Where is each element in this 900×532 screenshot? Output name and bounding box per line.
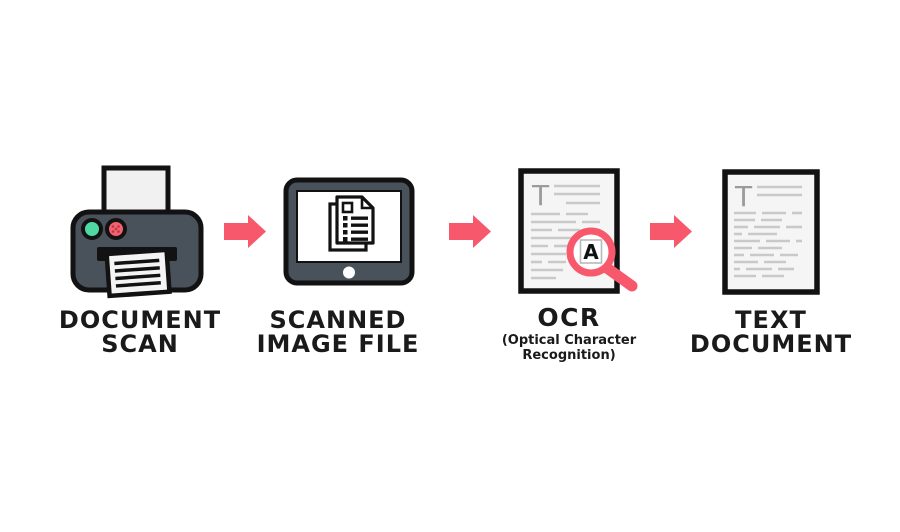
magnifier-letter: A	[583, 240, 599, 264]
label-line: DOCUMENT	[689, 330, 853, 358]
label-line: SCANNED	[269, 306, 407, 334]
label-line: IMAGE FILE	[256, 330, 420, 358]
sub-label-line: Recognition)	[522, 348, 616, 363]
step-sub-label-ocr: (Optical Character Recognition)	[459, 333, 679, 363]
document-header-letter: T	[734, 180, 753, 213]
label-line: SCAN	[101, 330, 179, 358]
tablet-scanned-document-icon	[283, 177, 415, 286]
text-document-icon: T	[722, 169, 820, 295]
step-label-scanned-image-file: SCANNED IMAGE FILE	[228, 308, 448, 356]
arrow-right-icon	[650, 214, 693, 249]
step-label-text-document: TEXT DOCUMENT	[661, 308, 881, 356]
step-label-document-scan: DOCUMENT SCAN	[30, 308, 250, 356]
label-line: OCR	[537, 303, 601, 332]
arrow-right-icon	[224, 214, 267, 249]
arrow-right-icon	[449, 214, 492, 249]
document-magnifier-icon: T A	[518, 168, 654, 296]
printer-scanner-icon	[70, 164, 204, 299]
document-header-letter: T	[531, 179, 550, 212]
label-line: DOCUMENT	[58, 306, 222, 334]
label-line: TEXT	[735, 306, 807, 334]
step-label-ocr: OCR (Optical Character Recognition)	[459, 303, 679, 363]
sub-label-line: (Optical Character	[501, 333, 637, 348]
